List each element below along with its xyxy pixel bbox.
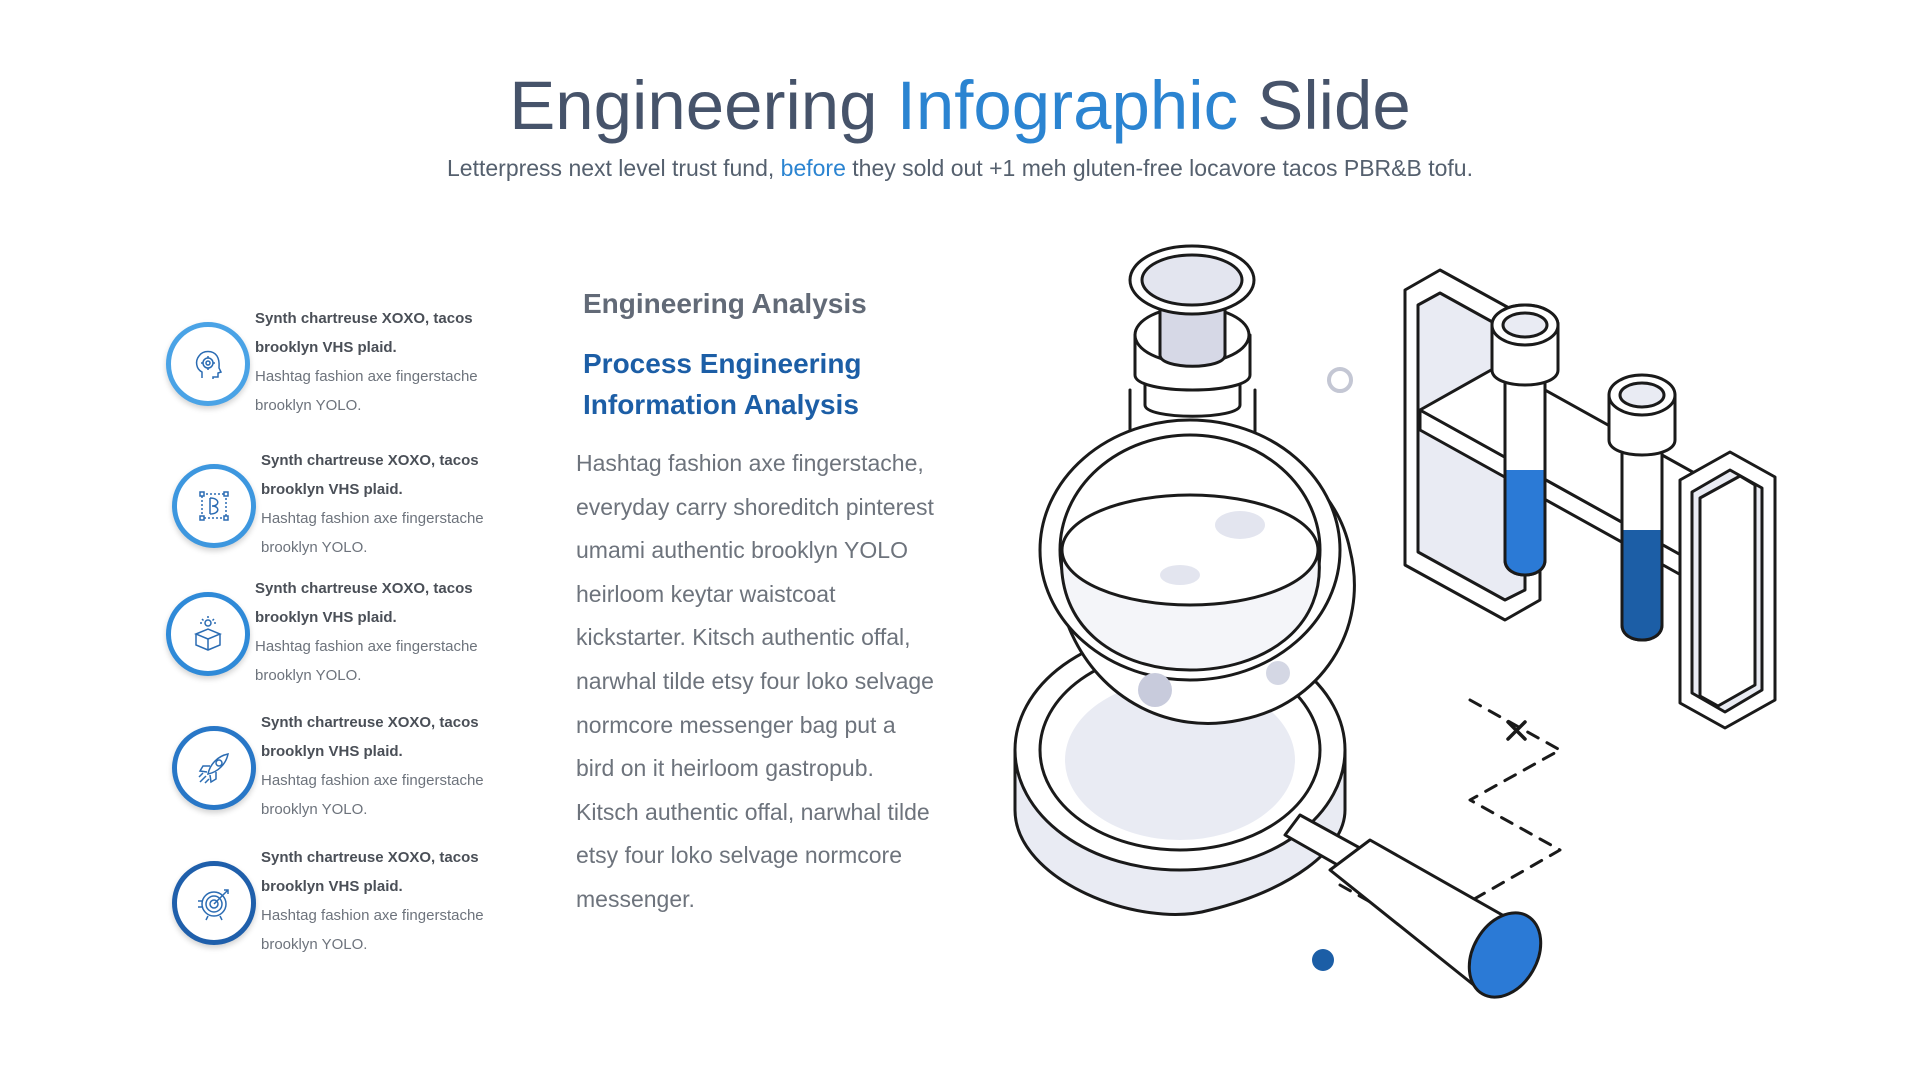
item-description: Hashtag fashion axe fingerstache brookly… [255, 368, 478, 414]
analysis-subtitle: Process Engineering Information Analysis [583, 348, 862, 420]
feature-item: Synth chartreuse XOXO, tacos brooklyn VH… [166, 446, 526, 566]
analysis-paragraph-2: Kitsch authentic offal, narwhal tilde et… [576, 798, 930, 912]
rocket-icon [172, 726, 256, 810]
blue-dot [1312, 949, 1334, 971]
analysis-title: Engineering Analysis [583, 288, 867, 319]
feature-item: Synth chartreuse XOXO, tacos brooklyn VH… [160, 304, 520, 424]
target-icon [172, 861, 256, 945]
idea-box-icon [166, 592, 250, 676]
lab-illustration [1000, 230, 1840, 1035]
item-description: Hashtag fashion axe fingerstache brookly… [261, 772, 484, 818]
flask [1038, 244, 1356, 725]
item-heading: Synth chartreuse XOXO, tacos brooklyn VH… [261, 714, 479, 760]
test-tube-rack [1403, 268, 1777, 730]
subtitle-accent: before [780, 155, 846, 181]
slide-subtitle: Letterpress next level trust fund, befor… [0, 155, 1920, 182]
feature-item: Synth chartreuse XOXO, tacos brooklyn VH… [166, 708, 526, 828]
feature-item: Synth chartreuse XOXO, tacos brooklyn VH… [166, 843, 526, 963]
item-heading: Synth chartreuse XOXO, tacos brooklyn VH… [255, 580, 473, 626]
title-part2: Slide [1238, 67, 1411, 144]
small-ring [1327, 367, 1353, 393]
x-mark [1506, 720, 1527, 741]
slide-title: Engineering Infographic Slide [0, 66, 1920, 145]
item-heading: Synth chartreuse XOXO, tacos brooklyn VH… [261, 452, 479, 498]
pen-tool-icon [172, 464, 256, 548]
feature-item: Synth chartreuse XOXO, tacos brooklyn VH… [160, 574, 520, 694]
subtitle-part1: Letterpress next level trust fund, [447, 155, 781, 181]
analysis-paragraph-1: Hashtag fashion axe fingerstache, everyd… [576, 450, 934, 782]
item-heading: Synth chartreuse XOXO, tacos brooklyn VH… [261, 849, 479, 895]
item-description: Hashtag fashion axe fingerstache brookly… [261, 510, 484, 556]
subtitle-part2: they sold out +1 meh gluten-free locavor… [845, 155, 1473, 181]
item-description: Hashtag fashion axe fingerstache brookly… [261, 907, 484, 953]
item-heading: Synth chartreuse XOXO, tacos brooklyn VH… [255, 310, 473, 356]
title-part1: Engineering [509, 67, 897, 144]
item-description: Hashtag fashion axe fingerstache brookly… [255, 638, 478, 684]
title-accent: Infographic [896, 67, 1239, 144]
analysis-body: Hashtag fashion axe fingerstache, everyd… [576, 442, 936, 922]
head-gear-icon [166, 322, 250, 406]
